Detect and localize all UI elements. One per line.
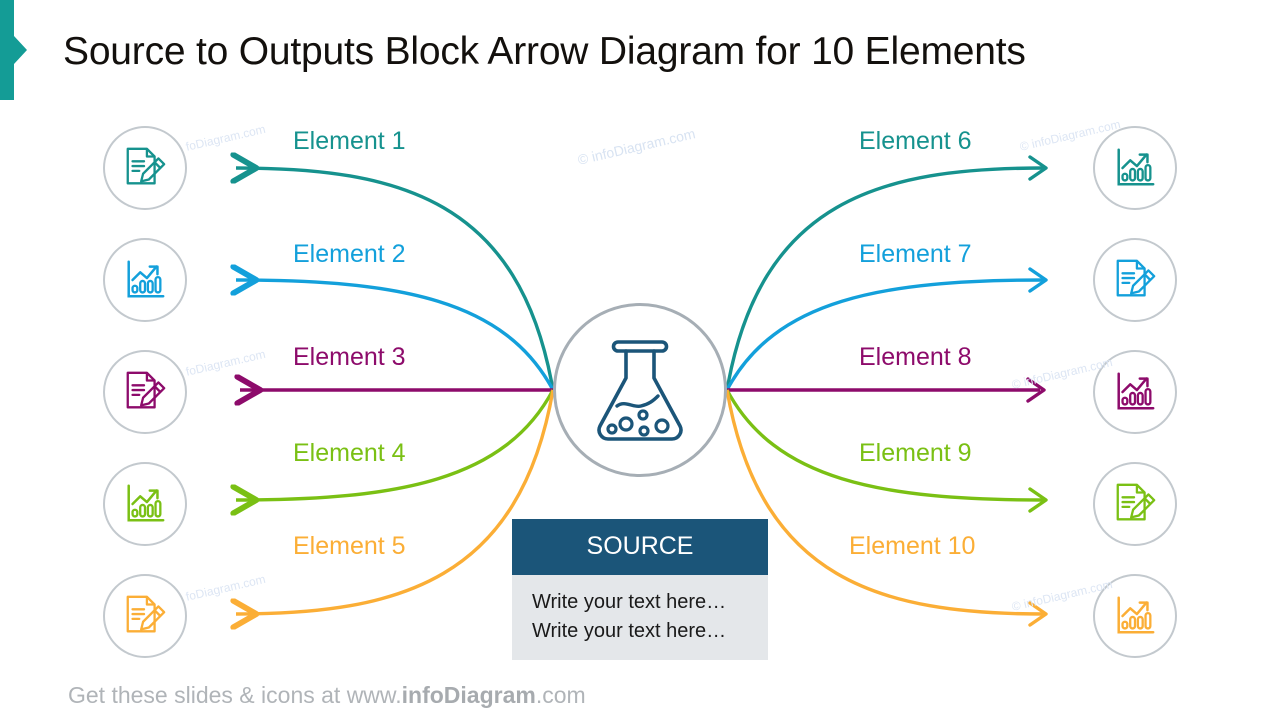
footer-brand: infoDiagram — [401, 682, 536, 708]
label-element-6: Element 6 — [859, 127, 972, 155]
source-text-line-1: Write your text here… — [532, 591, 727, 613]
arrow-element-6 — [725, 166, 1045, 391]
bar-chart-arrow-icon — [127, 484, 165, 522]
label-element-1: Element 1 — [293, 127, 406, 155]
arrowhead-element-7 — [1028, 267, 1048, 293]
arrow-element-2 — [236, 280, 555, 391]
source-text-line-2: Write your text here… — [532, 620, 727, 642]
bar-chart-arrow-icon — [127, 260, 165, 298]
label-element-2: Element 2 — [293, 240, 406, 268]
label-element-7: Element 7 — [859, 240, 972, 268]
source-box-header: SOURCE — [512, 519, 768, 575]
bar-chart-arrow-icon — [1117, 596, 1155, 634]
document-pencil-icon — [126, 371, 166, 409]
icon-circle-element-9[interactable] — [1093, 462, 1177, 546]
accent-bar — [0, 0, 14, 100]
bar-chart-arrow-icon — [1117, 148, 1155, 186]
arrow-element-10 — [725, 389, 1045, 616]
document-pencil-icon — [126, 147, 166, 185]
icon-circle-element-4[interactable] — [103, 462, 187, 546]
icon-circle-element-6[interactable] — [1093, 126, 1177, 210]
source-box[interactable]: SOURCE Write your text here… Write your … — [512, 519, 768, 660]
accent-bar-tip — [14, 36, 27, 64]
icon-circle-element-10[interactable] — [1093, 574, 1177, 658]
document-pencil-icon — [126, 595, 166, 633]
label-element-8: Element 8 — [859, 343, 972, 371]
icon-circle-element-8[interactable] — [1093, 350, 1177, 434]
icon-circle-element-5[interactable] — [103, 574, 187, 658]
label-element-10: Element 10 — [849, 532, 976, 560]
arrow-group-right — [725, 155, 1048, 627]
source-box-body[interactable]: Write your text here… Write your text he… — [512, 575, 768, 660]
arrow-element-9 — [725, 389, 1045, 502]
arrowhead-element-10 — [1028, 601, 1048, 627]
arrowhead-element-9 — [1028, 487, 1048, 513]
document-pencil-icon — [1116, 259, 1156, 297]
arrow-element-1 — [236, 168, 555, 391]
flask-icon — [597, 340, 683, 441]
arrow-element-4 — [236, 389, 555, 500]
icon-circle-element-1[interactable] — [103, 126, 187, 210]
footer-credit: Get these slides & icons at www.infoDiag… — [68, 681, 586, 709]
label-element-3: Element 3 — [293, 343, 406, 371]
footer-prefix: Get these slides & icons at www. — [68, 682, 402, 708]
label-element-9: Element 9 — [859, 439, 972, 467]
icon-circle-element-2[interactable] — [103, 238, 187, 322]
label-element-5: Element 5 — [293, 532, 406, 560]
arrow-group-left — [236, 168, 555, 614]
document-pencil-icon — [1116, 483, 1156, 521]
page-title: Source to Outputs Block Arrow Diagram fo… — [63, 30, 1026, 73]
footer-suffix: .com — [535, 682, 586, 708]
arrow-element-7 — [725, 278, 1045, 391]
center-source-node[interactable] — [553, 303, 727, 477]
icon-circle-element-3[interactable] — [103, 350, 187, 434]
arrowhead-element-8 — [1026, 377, 1046, 403]
arrow-element-5 — [236, 389, 555, 614]
bar-chart-arrow-icon — [1117, 372, 1155, 410]
icon-circle-element-7[interactable] — [1093, 238, 1177, 322]
arrowhead-element-6 — [1028, 155, 1048, 181]
label-element-4: Element 4 — [293, 439, 406, 467]
